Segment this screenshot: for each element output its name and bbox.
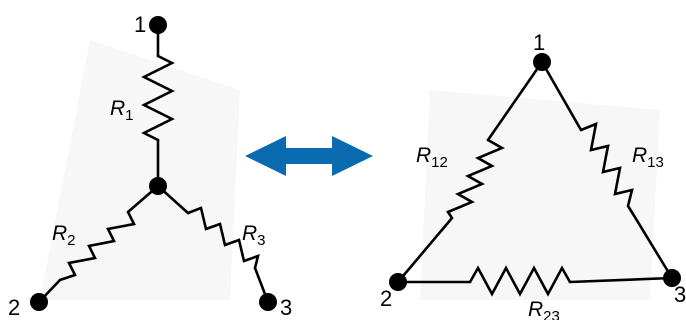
delta-wire-12-upper (486, 60, 544, 142)
wye-resistor-r1 (141, 54, 175, 142)
wye-label-r3: R3 (242, 222, 266, 249)
wye-node-label-2: 2 (8, 295, 20, 320)
delta-resistor-r13 (579, 121, 635, 216)
delta-label-r12: R12 (416, 144, 448, 171)
delta-wire-13-lower (631, 212, 674, 280)
wye-node-label-1: 1 (134, 12, 146, 37)
delta-node-label-3: 3 (674, 282, 686, 307)
delta-node-label-1: 1 (533, 30, 545, 55)
wye-node-2 (30, 293, 48, 311)
background-shape-right (420, 90, 660, 300)
delta-wire-23-right (568, 276, 674, 284)
wye-label-r1: R1 (110, 97, 134, 124)
delta-node-label-2: 2 (380, 286, 392, 311)
wye-label-r2: R2 (52, 222, 76, 249)
wye-node-label-3: 3 (280, 295, 292, 320)
delta-wire-12-lower (396, 216, 454, 284)
delta-node-2 (389, 273, 407, 291)
wye-node-1 (149, 16, 167, 34)
delta-node-3 (663, 269, 681, 287)
double-headed-arrow-icon (245, 136, 373, 176)
wye-node-center (149, 177, 167, 195)
delta-resistor-r12 (446, 138, 505, 220)
wye-resistor-r2 (58, 210, 136, 282)
delta-resistor-r23 (468, 265, 572, 297)
wye-node-3 (259, 293, 277, 311)
wye-network: 1 2 3 R1 R2 R3 (8, 12, 292, 320)
delta-wire-13-upper (540, 60, 583, 132)
delta-label-r13: R13 (632, 144, 664, 171)
wye-resistor-r3 (186, 206, 260, 270)
delta-node-1 (533, 53, 551, 71)
delta-label-r23: R23 (528, 298, 560, 320)
background-shape-left (40, 40, 240, 300)
delta-network: 1 2 3 R12 R13 R23 (380, 30, 686, 320)
